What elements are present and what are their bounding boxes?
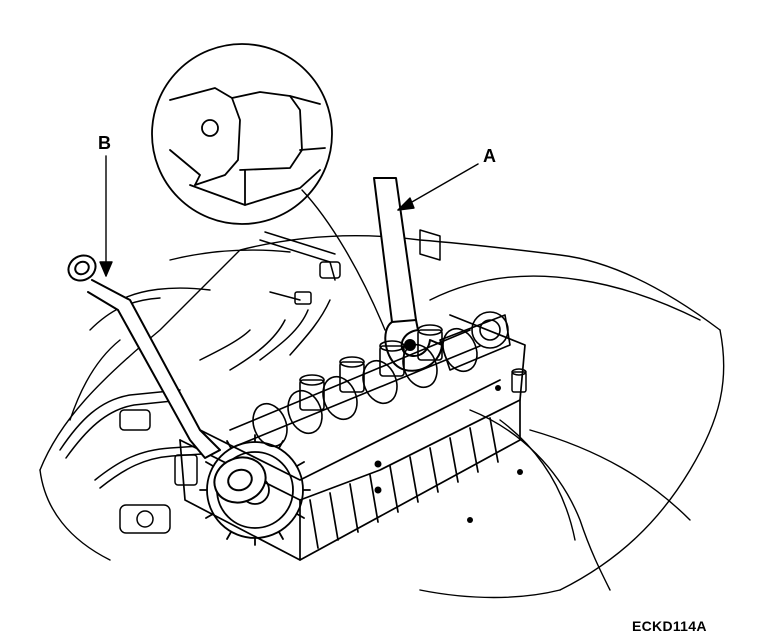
camshaft bbox=[230, 312, 510, 451]
fuel-lines bbox=[60, 300, 330, 488]
fuel-pump-detail bbox=[120, 410, 197, 533]
callout-arrow-b bbox=[100, 156, 112, 276]
detail-magnifier bbox=[152, 44, 332, 224]
head-bolts bbox=[374, 385, 523, 523]
callout-label-a: A bbox=[483, 146, 496, 166]
ring-spanner-icon bbox=[64, 251, 272, 510]
cylinder-head bbox=[180, 315, 525, 560]
engine-bay-outline bbox=[40, 236, 724, 598]
callout-label-b: B bbox=[98, 133, 111, 153]
callout-arrow-a bbox=[398, 164, 478, 210]
detail-leader-line bbox=[302, 190, 385, 330]
figure-code: ECKD114A bbox=[632, 618, 707, 634]
injector-pipes bbox=[260, 230, 526, 392]
open-end-wrench-icon bbox=[374, 178, 442, 371]
